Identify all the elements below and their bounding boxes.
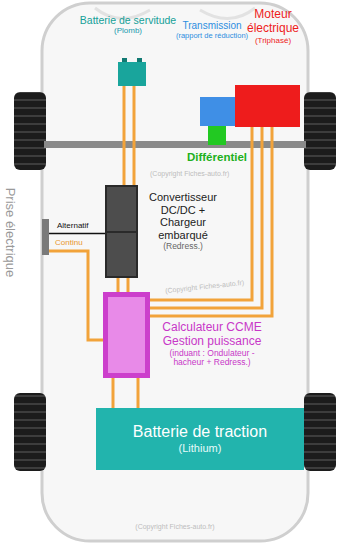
ac-wire bbox=[49, 233, 105, 235]
wheel bbox=[14, 92, 46, 170]
node-title: Moteur électrique bbox=[240, 8, 306, 36]
socket-label: Prise électrique bbox=[3, 187, 18, 277]
node-subtitle: (Plomb) bbox=[68, 26, 188, 35]
shape-detail bbox=[122, 58, 127, 62]
node-title: Calculateur CCME Gestion puissance bbox=[153, 321, 271, 349]
node-subtitle: (rapport de réduction) bbox=[167, 32, 257, 41]
text-group: Moteur électrique(Triphasé) bbox=[240, 8, 306, 45]
power-wire bbox=[123, 86, 126, 185]
headlight bbox=[200, 8, 255, 19]
shape-detail bbox=[108, 297, 145, 373]
service-battery: Batterie de servitude(Plomb) bbox=[118, 62, 146, 86]
wire-label: Alternatif bbox=[57, 221, 89, 230]
converter-box: Convertisseur DC/DC + Chargeur embarqué(… bbox=[105, 185, 138, 278]
node-title: Convertisseur DC/DC + Chargeur embarqué bbox=[143, 191, 223, 242]
power-wire bbox=[127, 278, 130, 292]
watermark: (Copyright Fiches-auto.fr) bbox=[135, 523, 214, 531]
watermark: (Copyright Fiches-auto.fr) bbox=[150, 170, 229, 178]
text-group: Convertisseur DC/DC + Chargeur embarqué(… bbox=[143, 191, 223, 251]
text-group: Différentiel bbox=[172, 151, 262, 164]
car-body bbox=[42, 3, 308, 541]
node-subtitle: (Redress.) bbox=[143, 242, 223, 252]
wheel bbox=[304, 92, 336, 170]
power-wire bbox=[137, 378, 140, 408]
wire-label: Continu bbox=[55, 238, 83, 247]
wheel bbox=[14, 393, 46, 471]
differential-box: Différentiel bbox=[208, 126, 226, 145]
wheel bbox=[304, 393, 336, 471]
shape-detail bbox=[107, 231, 136, 233]
controller-box: Calculateur CCME Gestion puissance(indua… bbox=[103, 292, 150, 378]
text-group: Calculateur CCME Gestion puissance(indua… bbox=[153, 321, 271, 368]
shape-detail bbox=[137, 58, 142, 62]
text-group: Batterie de servitude(Plomb) bbox=[68, 14, 188, 35]
power-wire bbox=[112, 378, 115, 408]
traction-battery: Batterie de traction(Lithium) bbox=[96, 408, 304, 470]
node-title: Batterie de traction bbox=[133, 423, 267, 441]
transmission-box: Transmission(rapport de réduction) bbox=[200, 97, 235, 126]
text-group: Transmission(rapport de réduction) bbox=[167, 20, 257, 40]
node-subtitle: (Triphasé) bbox=[240, 36, 306, 45]
node-title: Batterie de servitude bbox=[68, 14, 188, 26]
dc-wire bbox=[49, 251, 103, 340]
node-subtitle: (Lithium) bbox=[133, 442, 267, 455]
node-subtitle: (induant : Ondulateur - hacheur + Redres… bbox=[153, 349, 271, 369]
text-group: Batterie de traction(Lithium) bbox=[125, 419, 275, 458]
power-wire bbox=[117, 278, 120, 292]
plug-socket bbox=[42, 219, 49, 255]
node-title: Transmission bbox=[167, 20, 257, 32]
power-wire bbox=[133, 86, 136, 185]
node-title: Différentiel bbox=[172, 151, 262, 164]
axle bbox=[44, 141, 306, 148]
motor-box: Moteur électrique(Triphasé) bbox=[235, 85, 300, 127]
